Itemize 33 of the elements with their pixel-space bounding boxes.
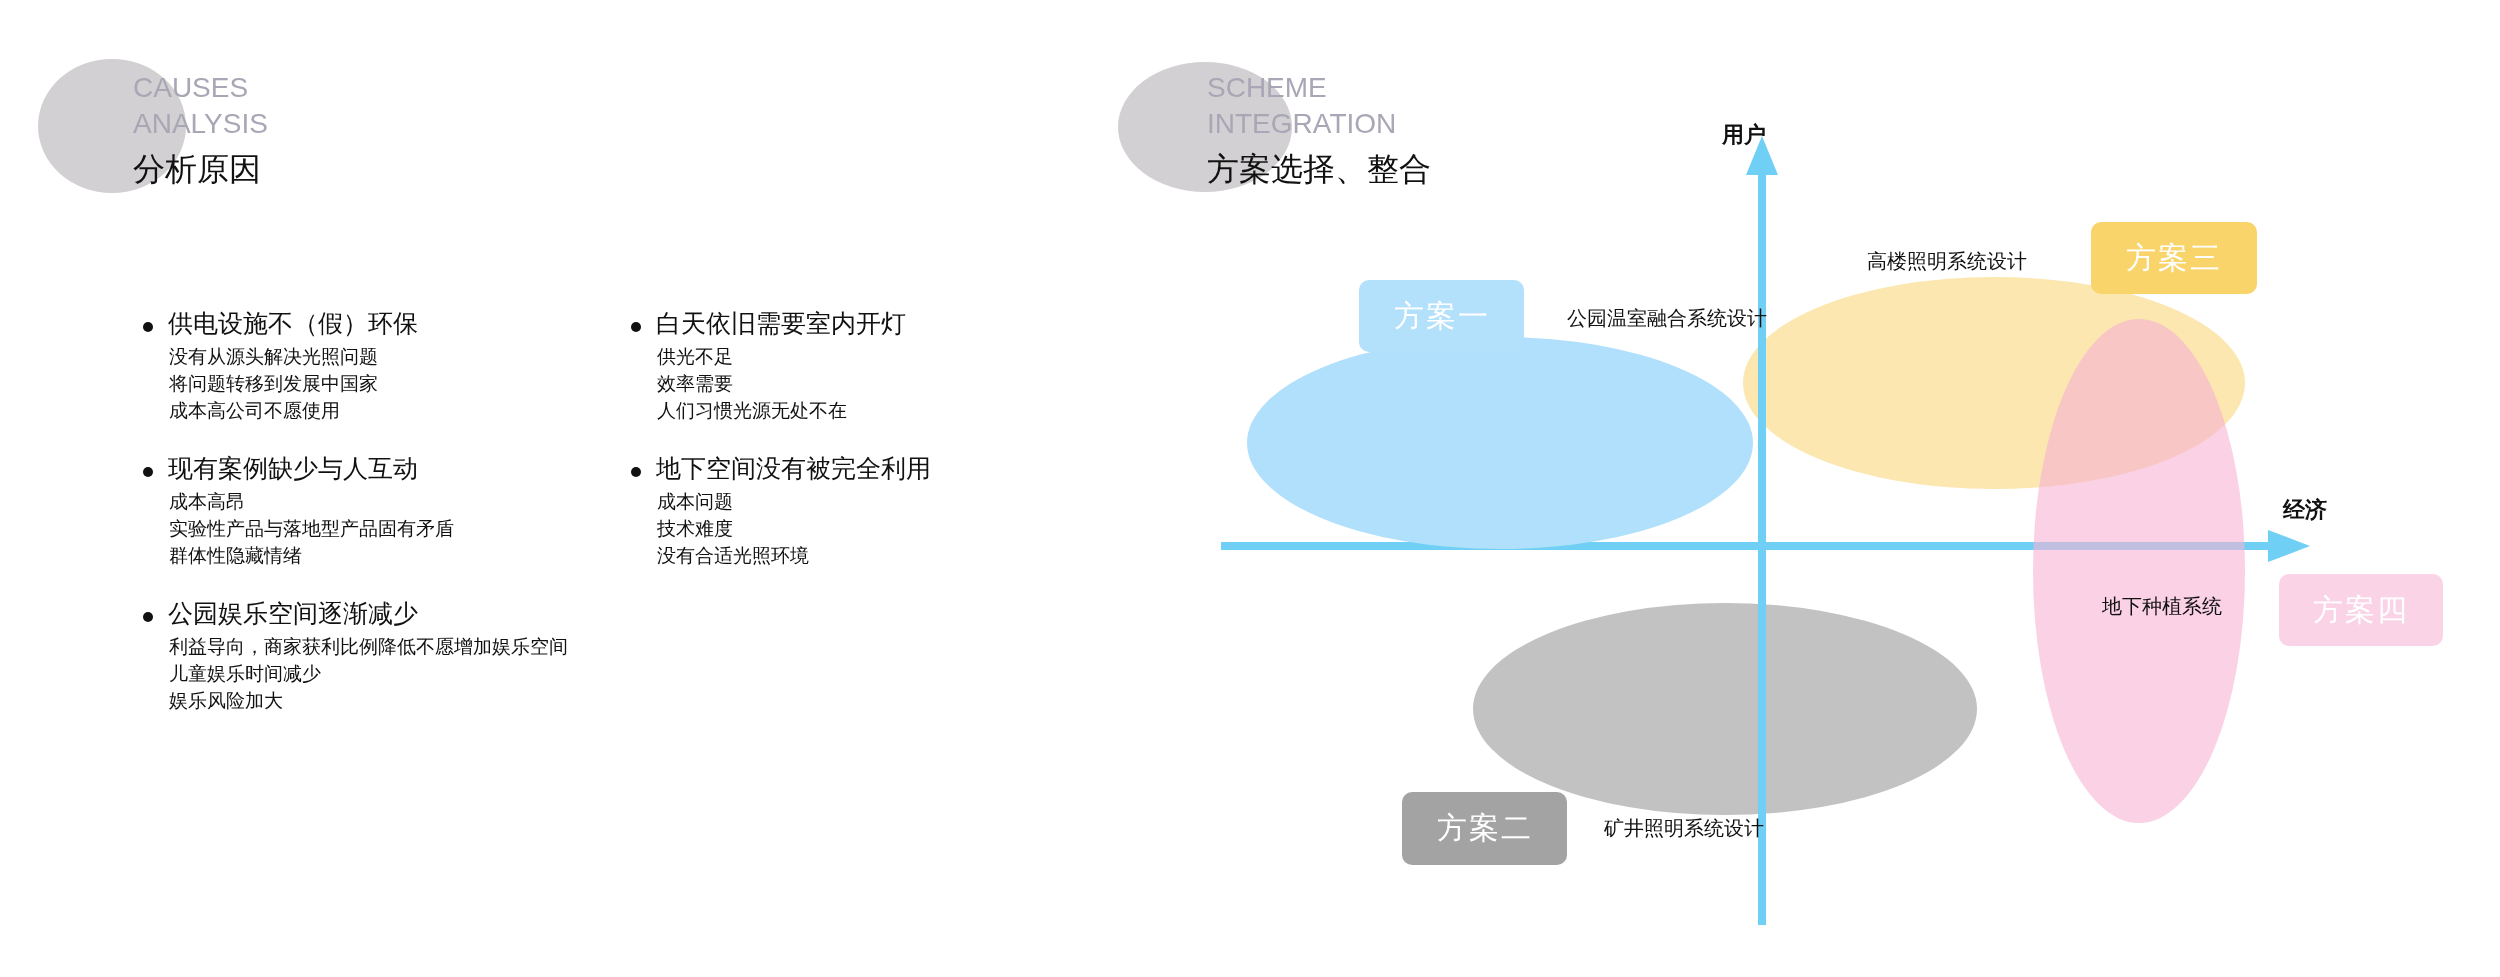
scheme-badge: 方案三 (2091, 222, 2257, 294)
axis-label: 用户 (1722, 122, 1766, 149)
section-title: 方案选择、整合 (1207, 150, 1431, 189)
bullet-heading: 公园娱乐空间逐渐减少 (140, 598, 418, 628)
bullet-heading: 现有案例缺少与人互动 (140, 453, 418, 483)
caption-text: 高楼照明系统设计 (1867, 249, 2027, 273)
text-line: 没有从源头解决光照问题 (169, 346, 378, 369)
bullet-heading: 供电设施不（假）环保 (140, 308, 418, 338)
section-title: 分析原因 (133, 150, 261, 189)
text-line: 将问题转移到发展中国家 (169, 373, 378, 396)
text-line: 利益导向，商家获利比例降低不愿增加娱乐空间 (169, 636, 568, 659)
caption-text: 地下种植系统 (2102, 594, 2222, 618)
bullet-heading: 白天依旧需要室内开灯 (628, 308, 906, 338)
text-line: 群体性隐藏情绪 (169, 545, 302, 568)
text-line: 人们习惯光源无处不在 (657, 400, 847, 423)
scheme-badge: 方案二 (1402, 792, 1567, 865)
text-line: 成本问题 (657, 491, 733, 514)
scheme-badge: 方案一 (1359, 280, 1524, 352)
text-line: 供光不足 (657, 346, 733, 369)
ellipse-region (2033, 319, 2245, 823)
text-line: 儿童娱乐时间减少 (169, 663, 321, 686)
text-line: 没有合适光照环境 (657, 545, 809, 568)
text-line: 效率需要 (657, 373, 733, 396)
text-line: 技术难度 (657, 518, 733, 541)
text-line: 娱乐风险加大 (169, 690, 283, 713)
text-line: 实验性产品与落地型产品固有矛盾 (169, 518, 454, 541)
heading-text: CAUSES ANALYSIS (133, 71, 269, 141)
ellipse-region (1247, 337, 1753, 549)
text-line: 成本高公司不愿使用 (169, 400, 340, 423)
heading-text: SCHEME INTEGRATION (1207, 71, 1397, 141)
text-line: 成本高昂 (169, 491, 245, 514)
bullet-heading: 地下空间没有被完全利用 (628, 453, 931, 483)
axis-label: 经济 (2283, 497, 2327, 524)
